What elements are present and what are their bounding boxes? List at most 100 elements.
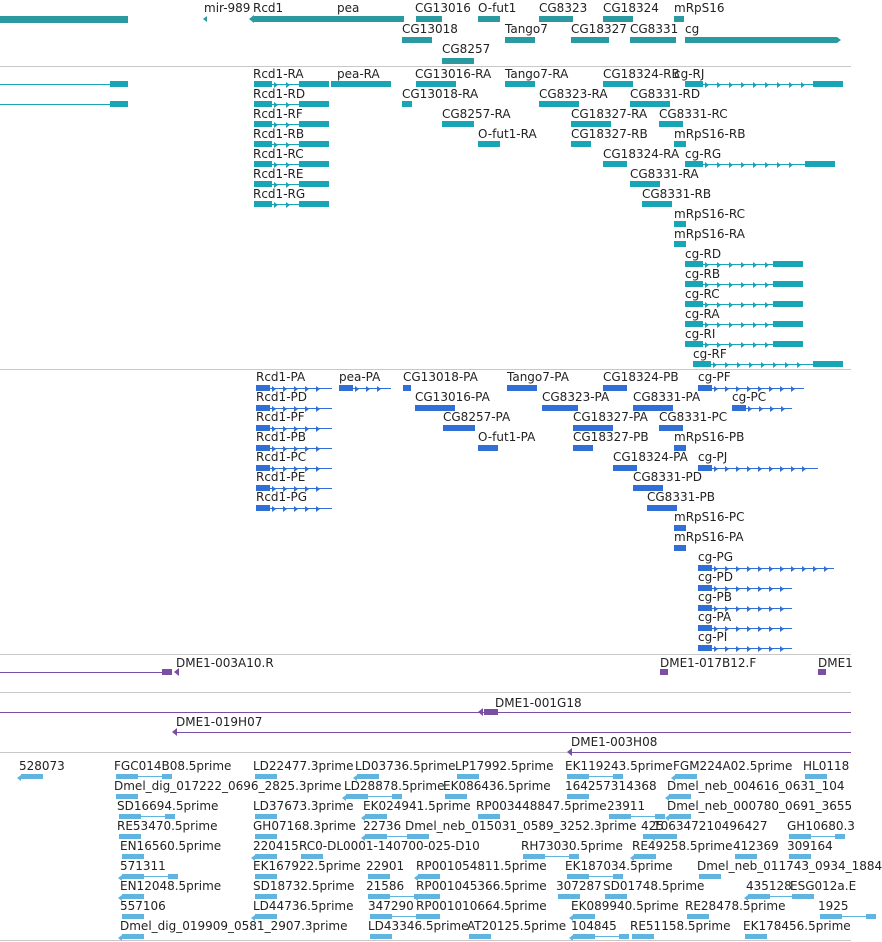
- feature-bar[interactable]: [789, 854, 811, 859]
- est-label[interactable]: 309164: [787, 839, 833, 853]
- feature-bar[interactable]: [773, 301, 803, 307]
- feature-bar[interactable]: [256, 425, 270, 431]
- protein-label[interactable]: CG8331-PC: [659, 410, 728, 424]
- transcript-label[interactable]: cg-RA: [685, 307, 720, 321]
- est-label[interactable]: RE51158.5prime: [630, 919, 731, 933]
- feature-bar[interactable]: [254, 16, 404, 22]
- feature-intron-line[interactable]: [811, 836, 835, 837]
- feature-bar[interactable]: [685, 161, 703, 167]
- feature-bar[interactable]: [685, 321, 703, 327]
- clone-label[interactable]: DME1-017B12.F: [660, 656, 757, 670]
- feature-bar[interactable]: [365, 814, 387, 819]
- protein-label[interactable]: mRpS16-PB: [674, 430, 745, 444]
- feature-bar[interactable]: [573, 425, 613, 431]
- est-label[interactable]: RE49258.5prime: [632, 839, 733, 853]
- est-label[interactable]: RC0-DL0001-140700-025-D10: [299, 839, 480, 853]
- feature-bar[interactable]: [630, 181, 660, 187]
- feature-bar[interactable]: [445, 794, 467, 799]
- protein-label[interactable]: CG18324-PA: [613, 450, 688, 464]
- feature-bar[interactable]: [256, 445, 270, 451]
- est-label[interactable]: EN16560.5prime: [120, 839, 222, 853]
- feature-bar[interactable]: [698, 625, 712, 631]
- feature-bar[interactable]: [674, 525, 686, 531]
- feature-bar[interactable]: [254, 81, 272, 87]
- transcript-label[interactable]: Rcd1-RF: [253, 107, 303, 121]
- clone-label[interactable]: DME1-019H07: [176, 715, 263, 729]
- feature-bar[interactable]: [299, 101, 329, 107]
- protein-label[interactable]: Rcd1-PA: [256, 370, 306, 384]
- est-label[interactable]: 21586: [366, 879, 405, 893]
- transcript-label[interactable]: mRpS16-RC: [674, 207, 745, 221]
- feature-bar[interactable]: [255, 814, 277, 819]
- est-label[interactable]: Dmel_neb_011743_0934_1884: [697, 859, 882, 873]
- feature-bar[interactable]: [603, 385, 627, 391]
- feature-bar[interactable]: [613, 774, 623, 779]
- est-label[interactable]: 1925: [818, 899, 849, 913]
- feature-bar[interactable]: [256, 405, 270, 411]
- est-label[interactable]: 412369: [733, 839, 779, 853]
- gene-label[interactable]: mir-989: [204, 1, 251, 15]
- feature-bar[interactable]: [370, 934, 392, 939]
- feature-intron-line[interactable]: [571, 752, 851, 753]
- est-label[interactable]: 307287: [556, 879, 602, 893]
- feature-intron-line[interactable]: [254, 104, 329, 105]
- est-label[interactable]: RP001045366.5prime: [416, 879, 547, 893]
- feature-bar[interactable]: [368, 874, 390, 879]
- feature-bar[interactable]: [357, 774, 379, 779]
- gene-label[interactable]: Rcd1: [253, 1, 284, 15]
- feature-bar[interactable]: [122, 874, 144, 879]
- est-label[interactable]: EN12048.5prime: [120, 879, 222, 893]
- feature-bar[interactable]: [299, 161, 329, 167]
- feature-intron-line[interactable]: [698, 648, 792, 649]
- feature-bar[interactable]: [698, 465, 712, 471]
- protein-label[interactable]: cg-PF: [698, 370, 731, 384]
- protein-label[interactable]: CG18327-PB: [573, 430, 649, 444]
- feature-bar[interactable]: [255, 834, 277, 839]
- feature-intron-line[interactable]: [698, 568, 834, 569]
- est-label[interactable]: LP17992.5prime: [455, 759, 554, 773]
- est-label[interactable]: 557106: [120, 899, 166, 913]
- feature-intron-line[interactable]: [368, 796, 392, 797]
- transcript-label[interactable]: cg-RF: [693, 347, 727, 361]
- feature-bar[interactable]: [789, 834, 811, 839]
- transcript-label[interactable]: CG8331-RA: [630, 167, 699, 181]
- feature-bar[interactable]: [674, 545, 686, 551]
- feature-bar[interactable]: [255, 874, 277, 879]
- feature-bar[interactable]: [674, 141, 686, 147]
- est-label[interactable]: FGM224A02.5prime: [673, 759, 793, 773]
- feature-intron-line[interactable]: [176, 732, 851, 733]
- feature-intron-line[interactable]: [842, 916, 866, 917]
- protein-label[interactable]: Rcd1-PD: [256, 390, 307, 404]
- feature-bar[interactable]: [116, 774, 138, 779]
- transcript-label[interactable]: mRpS16-RB: [674, 127, 746, 141]
- est-label[interactable]: GH07168.3prime: [253, 819, 356, 833]
- feature-bar[interactable]: [122, 854, 144, 859]
- feature-bar[interactable]: [523, 854, 545, 859]
- est-label[interactable]: LD28878.5prime: [344, 779, 445, 793]
- protein-label[interactable]: cg-PI: [698, 630, 728, 644]
- feature-bar[interactable]: [507, 385, 537, 391]
- protein-label[interactable]: Tango7-PA: [507, 370, 569, 384]
- feature-bar[interactable]: [0, 16, 128, 23]
- transcript-label[interactable]: Rcd1-RD: [253, 87, 306, 101]
- feature-intron-line[interactable]: [254, 124, 329, 125]
- feature-bar[interactable]: [674, 241, 686, 247]
- protein-label[interactable]: CG18324-PB: [603, 370, 679, 384]
- est-label[interactable]: Dmel_dig_017222_0696_2825.3prime: [114, 779, 342, 793]
- transcript-label[interactable]: CG8331-RB: [642, 187, 712, 201]
- feature-bar[interactable]: [505, 81, 535, 87]
- feature-bar[interactable]: [299, 141, 329, 147]
- protein-label[interactable]: mRpS16-PA: [674, 530, 744, 544]
- feature-intron-line[interactable]: [138, 776, 162, 777]
- protein-label[interactable]: Rcd1-PE: [256, 470, 306, 484]
- feature-intron-line[interactable]: [387, 836, 411, 837]
- feature-bar[interactable]: [792, 894, 814, 899]
- est-label[interactable]: 425: [641, 819, 664, 833]
- transcript-label[interactable]: mRpS16-RA: [674, 227, 745, 241]
- feature-bar[interactable]: [685, 341, 703, 347]
- feature-bar[interactable]: [484, 709, 498, 715]
- protein-label[interactable]: cg-PD: [698, 570, 734, 584]
- feature-bar[interactable]: [698, 645, 712, 651]
- feature-bar[interactable]: [254, 101, 272, 107]
- feature-bar[interactable]: [254, 201, 272, 207]
